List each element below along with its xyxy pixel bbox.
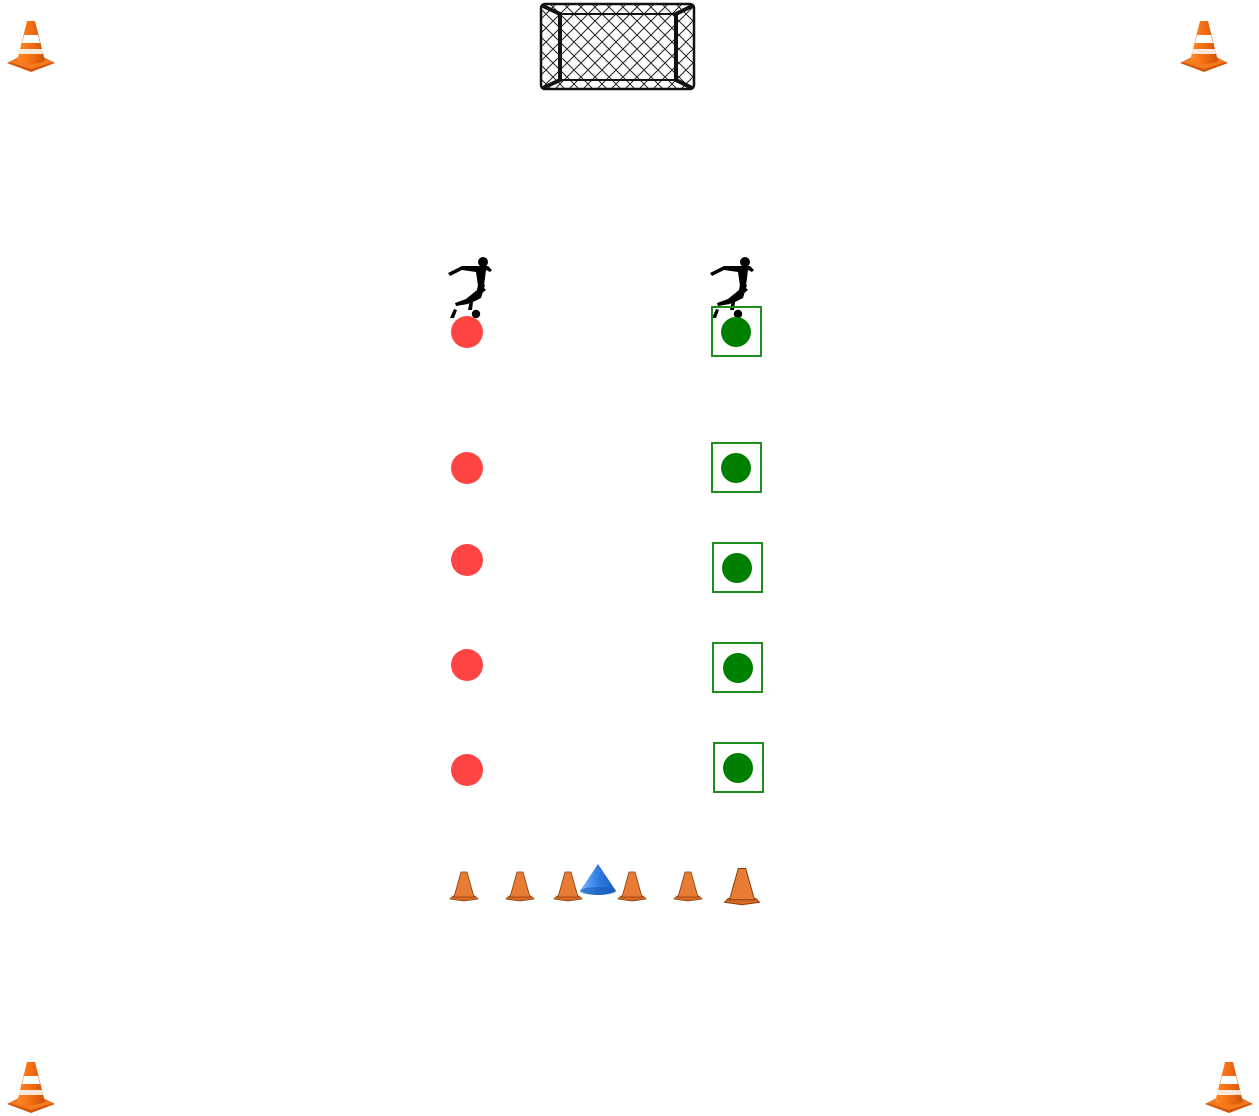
red-marker	[451, 544, 483, 576]
cone-row	[450, 864, 760, 905]
green-marker	[713, 543, 762, 592]
small-cone-icon	[554, 872, 582, 901]
small-cone-icon	[450, 872, 478, 901]
player-silhouette-icon	[710, 257, 754, 318]
soccer-goal-icon	[541, 4, 694, 89]
player-silhouette-icon	[448, 257, 492, 318]
red-marker	[451, 452, 483, 484]
small-cone-icon	[506, 872, 534, 901]
corner-cone-icon	[1180, 21, 1228, 72]
red-marker	[451, 754, 483, 786]
green-marker	[714, 743, 763, 792]
blue-marker-cone-icon	[580, 864, 616, 895]
green-marker	[712, 443, 761, 492]
red-marker	[451, 316, 483, 348]
corner-cone-icon	[7, 1062, 55, 1113]
small-cone-icon	[618, 872, 646, 901]
red-team-markers	[451, 316, 483, 786]
corner-cone-icon	[7, 21, 55, 72]
green-team-markers	[712, 307, 763, 792]
green-marker	[713, 643, 762, 692]
small-cone-icon	[674, 872, 702, 901]
red-marker	[451, 649, 483, 681]
corner-cone-icon	[1205, 1062, 1253, 1113]
small-cone-icon	[725, 869, 760, 905]
